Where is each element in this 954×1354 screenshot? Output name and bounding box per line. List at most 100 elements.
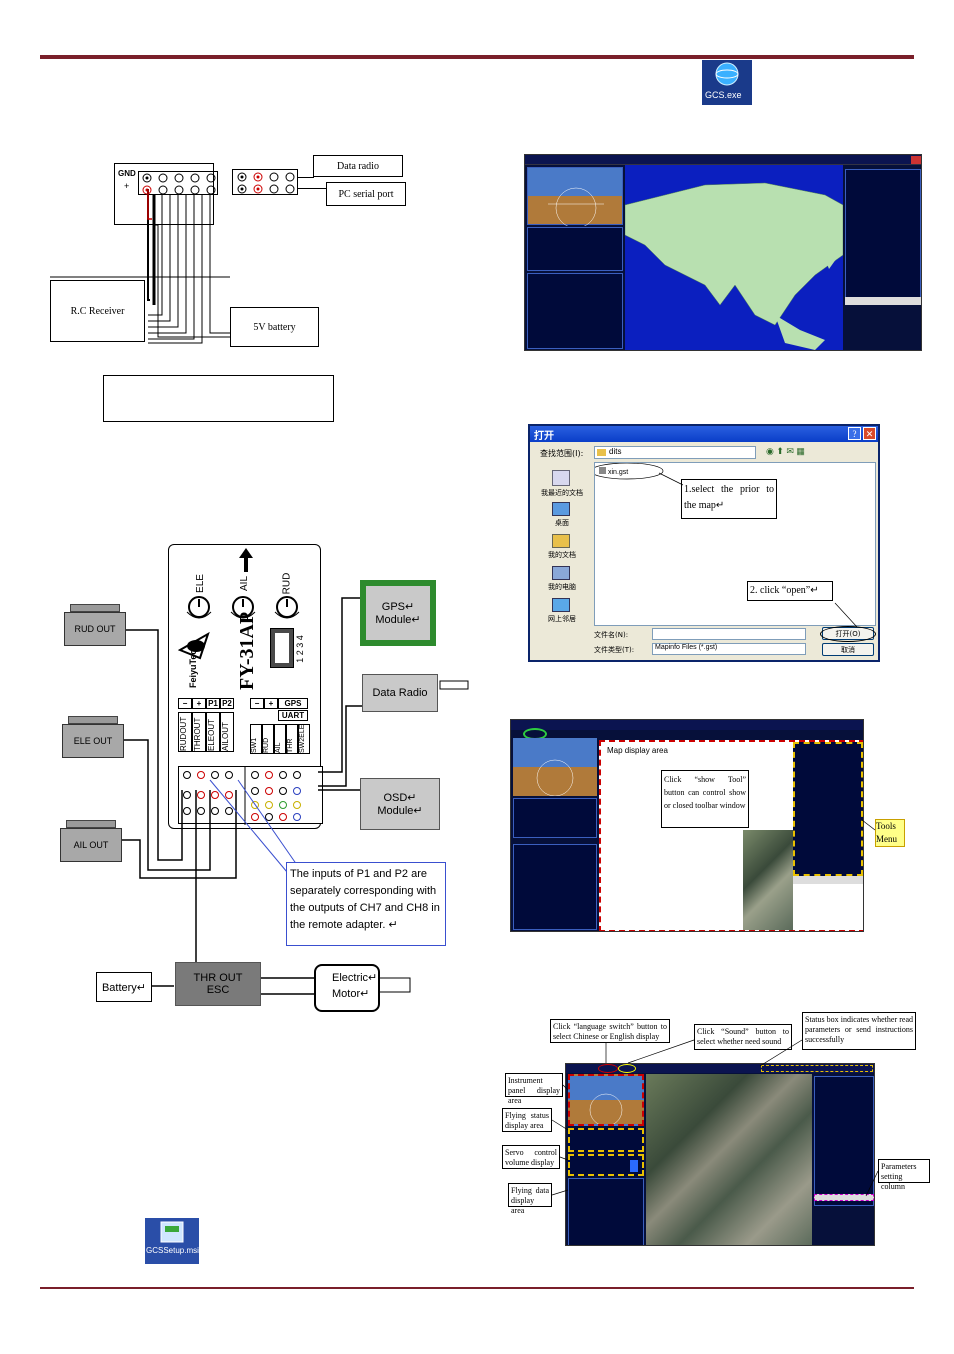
pin-block bbox=[178, 766, 323, 825]
show-tool-callout: Click “show Tool” button can control sho… bbox=[661, 770, 749, 828]
connector-row bbox=[138, 171, 218, 195]
gain-pots bbox=[185, 594, 305, 625]
sound-callout: Click “Sound” button to select whether n… bbox=[694, 1024, 792, 1050]
msi-installer-icon[interactable]: GCSSetup.msi bbox=[145, 1218, 199, 1264]
servo-bar bbox=[630, 1160, 638, 1172]
gcs-exe-icon[interactable]: GCS.exe bbox=[702, 60, 752, 105]
left-header: − + P1 P2 bbox=[178, 698, 234, 709]
instrument-panel-callout: Instrument panel display area bbox=[505, 1073, 563, 1105]
network-icon[interactable] bbox=[552, 598, 570, 612]
filetype-select[interactable]: Mapinfo Files (*.gst) bbox=[652, 643, 806, 655]
look-in-select[interactable]: dits bbox=[594, 446, 756, 459]
gcs-title-bar bbox=[566, 1064, 874, 1073]
gcs-exe-label: GCS.exe bbox=[705, 90, 742, 100]
open-file-dialog: 打开 ? ✕ 查找范围(I): dits ◉ ⬆ ✉ ▦ 我最近的文档 桌面 我… bbox=[528, 424, 880, 662]
wire bbox=[298, 177, 314, 178]
attitude-indicator bbox=[568, 1074, 644, 1127]
filetype-label: 文件类型(T): bbox=[594, 646, 635, 654]
battery-5v-box: 5V battery bbox=[230, 307, 319, 347]
file-item[interactable]: xin.gst bbox=[599, 467, 628, 476]
map-view-asia bbox=[624, 165, 844, 350]
desktop-icon[interactable] bbox=[552, 502, 570, 516]
pc-serial-port-box: PC serial port bbox=[326, 182, 406, 206]
wire bbox=[298, 188, 326, 189]
folder-icon bbox=[597, 449, 606, 456]
thr-out-label: THR OUT bbox=[193, 972, 243, 984]
data-radio-box: Data Radio bbox=[362, 674, 438, 712]
right-header: − + GPS bbox=[250, 698, 308, 709]
flight-status-panel bbox=[568, 1128, 644, 1152]
plus-label: + bbox=[192, 698, 206, 709]
place-my-docs[interactable]: 我的文档 bbox=[548, 551, 576, 559]
aerial-photo bbox=[743, 830, 793, 930]
ail-servo: AIL OUT bbox=[60, 820, 122, 864]
tools-tabs bbox=[793, 876, 863, 884]
osd-module-box: OSD↵ Module↵ bbox=[360, 778, 440, 830]
language-button-highlight bbox=[598, 1064, 618, 1073]
look-in-label: 查找范围(I): bbox=[540, 449, 584, 458]
flight-status-panel bbox=[527, 227, 623, 271]
open-button-highlight bbox=[820, 626, 876, 642]
flight-data-panel bbox=[568, 1178, 644, 1245]
aerial-map bbox=[646, 1074, 812, 1245]
place-desktop[interactable]: 桌面 bbox=[555, 519, 569, 527]
recent-docs-icon[interactable] bbox=[552, 470, 570, 486]
folder-name: dits bbox=[609, 447, 622, 456]
fy31ap-diagram: ELE AIL RUD FeiyuTech FY-31AP 1 2 3 4 − … bbox=[60, 540, 480, 1020]
open-callout: 2. click “open”↵ bbox=[747, 581, 833, 601]
file-name: xin.gst bbox=[608, 469, 629, 476]
place-network[interactable]: 网上邻居 bbox=[548, 615, 576, 623]
help-button[interactable]: ? bbox=[848, 427, 861, 440]
servo-panel bbox=[568, 1154, 644, 1176]
places-bar: 我最近的文档 桌面 我的文档 我的电脑 网上邻居 bbox=[534, 462, 590, 630]
file-list: xin.gst 1.select the prior to the map↵ 2… bbox=[594, 462, 876, 627]
close-button[interactable]: ✕ bbox=[863, 427, 876, 440]
dialog-title: 打开 bbox=[534, 431, 554, 442]
tools-tabs bbox=[845, 297, 921, 305]
my-computer-icon[interactable] bbox=[552, 566, 570, 580]
wiring-diagram: GND + Data radio PC serial port bbox=[50, 155, 410, 350]
electric-motor-label: Electric↵ Motor↵ bbox=[332, 972, 378, 1000]
my-documents-icon[interactable] bbox=[552, 534, 570, 548]
file-icon bbox=[599, 467, 606, 474]
flying-data-callout: Flying data display area bbox=[508, 1183, 552, 1215]
gcs-screenshot-annotated bbox=[565, 1063, 875, 1246]
parameters-column-callout: Parameters setting column bbox=[878, 1159, 930, 1191]
empty-caption-box bbox=[103, 375, 334, 422]
plus-label: + bbox=[264, 698, 278, 709]
receiver-wires bbox=[50, 155, 410, 350]
gcs-title-bar bbox=[525, 155, 921, 165]
up-arrow-icon bbox=[239, 548, 253, 577]
ele-servo: ELE OUT bbox=[62, 716, 124, 760]
cancel-button[interactable]: 取消 bbox=[822, 643, 874, 656]
header-rule bbox=[40, 55, 914, 59]
p1-p2-note: The inputs of P1 and P2 are separately c… bbox=[286, 862, 446, 946]
tools-panel bbox=[793, 742, 863, 876]
gps-port-label: GPS bbox=[278, 698, 308, 709]
tools-panel bbox=[845, 169, 921, 303]
battery-box: Battery↵ bbox=[96, 972, 152, 1002]
p2-label: P2 bbox=[220, 698, 234, 709]
flight-data-panel bbox=[513, 844, 597, 930]
select-callout: 1.select the prior to the map↵ bbox=[681, 479, 777, 519]
place-my-computer[interactable]: 我的电脑 bbox=[548, 583, 576, 591]
status-box bbox=[761, 1065, 873, 1072]
electric-motor bbox=[314, 964, 380, 1012]
rc-receiver-box: R.C Receiver bbox=[50, 280, 145, 342]
gcs-close-icon bbox=[911, 156, 921, 164]
place-recent[interactable]: 我最近的文档 bbox=[541, 489, 583, 497]
esc-box: THR OUT ESC bbox=[175, 962, 261, 1006]
dip-switch bbox=[270, 628, 294, 668]
status-box-callout: Status box indicates whether read parame… bbox=[802, 1012, 916, 1050]
motor-label: Electric↵ Motor↵ bbox=[332, 970, 378, 1002]
toolbar-icons[interactable]: ◉ ⬆ ✉ ▦ bbox=[766, 446, 805, 456]
footer-rule bbox=[40, 1287, 914, 1289]
attitude-indicator bbox=[527, 167, 623, 229]
filename-label: 文件名(N): bbox=[594, 631, 629, 639]
sound-button-highlight bbox=[618, 1064, 636, 1073]
esc-label: ESC bbox=[206, 984, 230, 996]
filename-input[interactable] bbox=[652, 628, 806, 640]
flying-status-callout: Flying status display area bbox=[502, 1108, 552, 1132]
gcs-screenshot-tools: Map display area Click “show Tool” butto… bbox=[510, 719, 864, 932]
servo-control-callout: Servo control volume display bbox=[502, 1145, 560, 1169]
